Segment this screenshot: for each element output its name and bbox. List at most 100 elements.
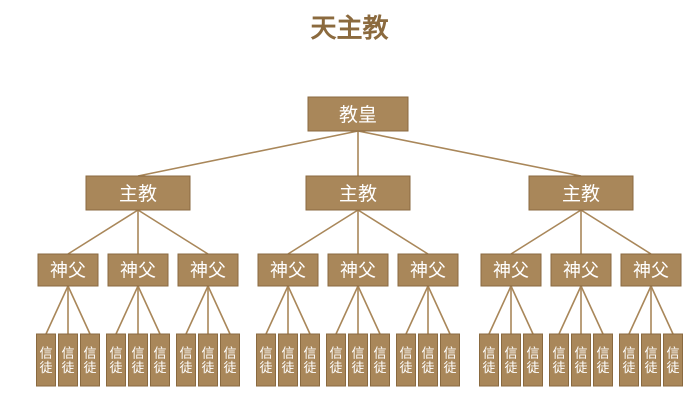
priest-node: 神父 — [257, 253, 319, 287]
believer-node-label: 信徒 — [83, 347, 96, 376]
believer-node-label: 信徒 — [223, 347, 236, 376]
believer-node-label: 信徒 — [201, 347, 214, 376]
believer-node-label: 信徒 — [504, 347, 517, 376]
believer-node-box — [418, 333, 438, 387]
connector-bishop-priest — [137, 209, 209, 255]
believer-node: 信徒 — [619, 333, 639, 387]
connector-priest-believer — [357, 285, 381, 335]
believer-node: 信徒 — [370, 333, 390, 387]
believer-node-label: 信徒 — [351, 347, 364, 376]
priest-node-label: 神父 — [270, 260, 306, 281]
believer-node-label: 信徒 — [131, 347, 144, 376]
believer-node-box — [619, 333, 639, 387]
believer-node-box — [641, 333, 661, 387]
believer-node-box — [479, 333, 499, 387]
priest-node-label: 神父 — [410, 260, 446, 281]
priest-node-label: 神父 — [50, 260, 86, 281]
bishop-node-label: 主教 — [339, 183, 377, 205]
connector-bishop-priest — [67, 209, 139, 255]
connector-priest-believer — [510, 285, 534, 335]
believer-node: 信徒 — [106, 333, 126, 387]
connector-bishop-priest — [580, 209, 652, 255]
believer-node-label: 信徒 — [622, 347, 635, 376]
believer-node: 信徒 — [80, 333, 100, 387]
priest-node-box — [327, 253, 389, 287]
believer-node-box — [150, 333, 170, 387]
believer-node: 信徒 — [36, 333, 56, 387]
connector-priest-believer — [650, 285, 674, 335]
pope-node-label: 教皇 — [339, 104, 377, 126]
connector-pope-bishop — [137, 130, 359, 177]
connector-priest-believer — [580, 285, 604, 335]
believer-node-box — [256, 333, 276, 387]
connector-priest-believer — [207, 285, 231, 335]
believer-node-box — [128, 333, 148, 387]
believer-node: 信徒 — [641, 333, 661, 387]
believer-node-box — [348, 333, 368, 387]
believer-node: 信徒 — [479, 333, 499, 387]
believer-node-label: 信徒 — [61, 347, 74, 376]
believer-node-box — [300, 333, 320, 387]
believer-node: 信徒 — [198, 333, 218, 387]
bishop-node: 主教 — [85, 175, 191, 211]
pope-node-box — [307, 96, 409, 132]
connector-priest-believer — [45, 285, 69, 335]
believer-node-box — [220, 333, 240, 387]
diagram-title: 天主教 — [310, 14, 389, 44]
believer-node-box — [326, 333, 346, 387]
believer-node-box — [549, 333, 569, 387]
connector-priest-believer — [185, 285, 209, 335]
believer-node: 信徒 — [300, 333, 320, 387]
believer-node-label: 信徒 — [329, 347, 342, 376]
believer-node-label: 信徒 — [421, 347, 434, 376]
believer-node-label: 信徒 — [373, 347, 386, 376]
priest-node-box — [177, 253, 239, 287]
believer-node: 信徒 — [593, 333, 613, 387]
believer-node-box — [176, 333, 196, 387]
pope-node: 教皇 — [307, 96, 409, 132]
connector-priest-believer — [265, 285, 289, 335]
believer-node: 信徒 — [256, 333, 276, 387]
believer-node-box — [501, 333, 521, 387]
priest-node: 神父 — [480, 253, 542, 287]
priest-node-label: 神父 — [493, 260, 529, 281]
believer-node-label: 信徒 — [596, 347, 609, 376]
connector-bishop-priest — [357, 209, 429, 255]
connector-priest-believer — [67, 285, 91, 335]
believer-node-label: 信徒 — [303, 347, 316, 376]
believer-node-label: 信徒 — [666, 347, 679, 376]
believer-node-box — [571, 333, 591, 387]
believer-node-box — [278, 333, 298, 387]
believer-node: 信徒 — [326, 333, 346, 387]
believer-node: 信徒 — [150, 333, 170, 387]
priest-node-box — [480, 253, 542, 287]
believer-node: 信徒 — [176, 333, 196, 387]
priest-node-label: 神父 — [633, 260, 669, 281]
believer-node-label: 信徒 — [644, 347, 657, 376]
believer-node-label: 信徒 — [259, 347, 272, 376]
believer-node-label: 信徒 — [281, 347, 294, 376]
believer-node-box — [523, 333, 543, 387]
believer-node-label: 信徒 — [552, 347, 565, 376]
connector-priest-believer — [488, 285, 512, 335]
priest-node: 神父 — [37, 253, 99, 287]
believer-node-box — [198, 333, 218, 387]
believer-node: 信徒 — [440, 333, 460, 387]
priest-node-label: 神父 — [190, 260, 226, 281]
connector-bishop-priest — [510, 209, 582, 255]
believer-node-label: 信徒 — [109, 347, 122, 376]
believer-node-box — [396, 333, 416, 387]
connector-priest-believer — [628, 285, 652, 335]
believer-node: 信徒 — [58, 333, 78, 387]
believer-node-box — [58, 333, 78, 387]
priest-node: 神父 — [177, 253, 239, 287]
priest-node: 神父 — [107, 253, 169, 287]
priest-node-box — [257, 253, 319, 287]
believer-node: 信徒 — [549, 333, 569, 387]
priest-node-box — [37, 253, 99, 287]
connector-bishop-priest — [287, 209, 359, 255]
believer-node-label: 信徒 — [399, 347, 412, 376]
priest-node-box — [397, 253, 459, 287]
priest-node-label: 神父 — [563, 260, 599, 281]
